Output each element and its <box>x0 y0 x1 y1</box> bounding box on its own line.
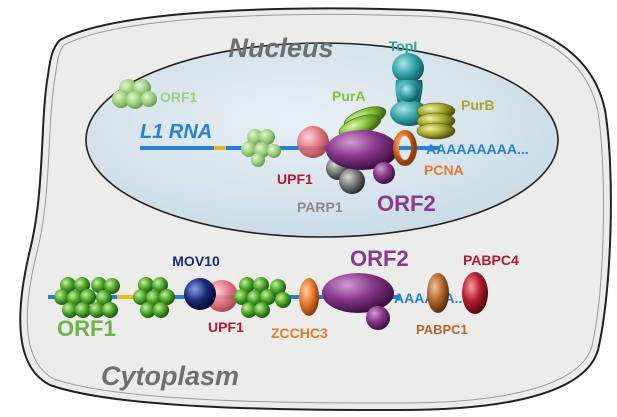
upf1-nuclear <box>297 126 329 158</box>
pabpc4-label: PABPC4 <box>463 252 519 268</box>
orf1-bound-cluster <box>241 129 281 167</box>
orf1-cytoplasmic-label: ORF1 <box>57 316 116 341</box>
l1-rna-label: L1 RNA <box>140 121 212 143</box>
cytoplasmic-rnp-complex: AAAAAA... <box>48 246 519 341</box>
orf1-cluster-4 <box>234 277 291 318</box>
upf1-nuclear-label: UPF1 <box>277 171 313 187</box>
orf1-cluster-3 <box>133 277 175 318</box>
orf2-nuclear <box>326 130 398 184</box>
pcna-label: PCNA <box>424 162 464 178</box>
mov10-protein <box>184 278 216 310</box>
zcchc3-protein <box>299 278 319 316</box>
parp1-label: PARP1 <box>297 199 343 215</box>
orf1-free-trimer <box>112 79 157 109</box>
purb-protein <box>416 102 456 140</box>
nuclear-poly-a-tail: AAAAAAAAA... <box>426 141 529 157</box>
pabpc1-protein <box>427 273 449 313</box>
upf1-cytoplasmic-label: UPF1 <box>208 319 244 335</box>
pura-label: PurA <box>332 88 365 104</box>
purb-label: PurB <box>461 97 494 113</box>
topi-label: TopI <box>389 38 418 54</box>
nuclear-rnp-complex: L1 RNA AAAAAAAAA... ORF1 PurA <box>112 38 529 216</box>
orf2-nuclear-label: ORF2 <box>377 191 436 216</box>
orf1-cluster-2 <box>89 277 120 318</box>
zcchc3-label: ZCCHC3 <box>271 325 328 341</box>
orf1-free-label: ORF1 <box>160 89 198 105</box>
orf1-cluster-1 <box>54 277 96 318</box>
orf2-cytoplasmic-label: ORF2 <box>350 246 409 271</box>
nucleus-title: Nucleus <box>228 33 333 63</box>
pabpc4-protein <box>462 272 488 314</box>
pabpc1-label: PABPC1 <box>416 322 468 337</box>
orf2-cytoplasmic <box>322 273 394 330</box>
cytoplasm-title: Cytoplasm <box>101 361 239 391</box>
mov10-label: MOV10 <box>172 253 220 269</box>
pcna-ring <box>393 130 417 166</box>
